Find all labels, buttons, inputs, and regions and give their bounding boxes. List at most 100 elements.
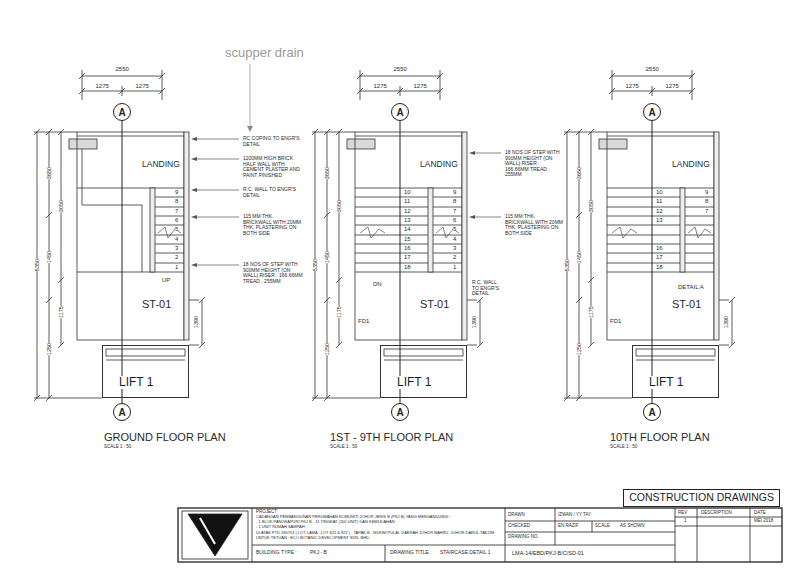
node-text: CONSTRUCTION DRAWINGS	[629, 492, 774, 504]
label-anchor: 2550	[116, 66, 129, 73]
label-anchor: 10TH FLOOR PLAN	[610, 431, 710, 443]
dimension: 3650	[46, 167, 52, 179]
label-anchor: LANDING	[420, 160, 458, 169]
label-anchor: 1390	[468, 319, 480, 325]
label-anchor: 1275	[374, 83, 387, 90]
dimension: 1390	[193, 316, 199, 328]
dimension: 1275	[136, 83, 149, 90]
label-anchor: 1ST - 9TH FLOOR PLAN	[330, 431, 453, 443]
title-block	[178, 508, 782, 562]
label-anchor: 2	[175, 254, 178, 261]
note-text: R.C. WALL TO ENGR'S DETAIL	[472, 280, 504, 297]
node-text: A	[396, 407, 403, 418]
label-anchor: DETAIL A	[678, 284, 704, 291]
title-block-text: REV	[678, 511, 687, 516]
dimension: 3050	[588, 200, 594, 212]
node-text: A	[118, 407, 125, 418]
title-block-text: DESCRIPTION	[701, 511, 732, 516]
dimension: 1275	[96, 83, 109, 90]
handwritten-note: scupper drain	[225, 46, 304, 60]
dimension: 1275	[414, 83, 427, 90]
step-number: 11	[404, 198, 410, 205]
step-number: 12	[404, 208, 411, 215]
label-anchor: 5350	[309, 262, 321, 268]
step-number: 3	[453, 245, 456, 252]
label-anchor: 3650	[321, 170, 333, 176]
step-number: 4	[453, 236, 456, 243]
drain-tag: FD1	[358, 318, 369, 325]
label-anchor: 1	[684, 519, 687, 524]
label-anchor: DN	[373, 281, 382, 288]
label-anchor: 1	[453, 264, 456, 271]
direction-label: DETAIL A	[678, 284, 704, 291]
label-anchor: SCALE 1 : 50	[610, 445, 637, 450]
dimension: 5350	[34, 259, 40, 271]
step-number: 8	[705, 198, 708, 205]
label-anchor: UP	[162, 277, 170, 284]
label-anchor: 10	[404, 189, 411, 196]
label-anchor: R.C. WALL TO ENGR'S DETAIL	[243, 187, 303, 198]
dimension: 3650	[576, 167, 582, 179]
dimension: 1390	[723, 316, 729, 328]
step-number: 1	[175, 264, 178, 271]
section-marker: A	[643, 403, 661, 421]
dimension: 1450	[324, 251, 330, 263]
dimension: 5350	[564, 259, 570, 271]
label-anchor: 2550	[646, 66, 659, 73]
step-number: 11	[656, 198, 662, 205]
step-number: 13	[404, 217, 411, 224]
label-anchor: LANDING	[142, 160, 180, 169]
step-number: 14	[404, 226, 411, 233]
label-anchor: 8	[453, 198, 456, 205]
label-anchor: 6	[453, 217, 456, 224]
arrow-head	[191, 137, 475, 267]
stair-tag: ST-01	[142, 298, 171, 310]
typical-plan	[355, 188, 433, 272]
leader-lines	[191, 64, 501, 267]
title-block-text: DATE	[754, 511, 766, 516]
node-text: LIFT 1	[119, 376, 153, 389]
title-block-text: STAIRCASE DETAIL 1	[440, 550, 490, 556]
label-anchor: UNTUK TETUAN : ECO BOTANIC DEVELOPMENT S…	[256, 536, 370, 540]
step-number: 10	[656, 189, 663, 196]
label-anchor: CHECKED	[508, 524, 530, 529]
label-anchor: 7	[175, 208, 178, 215]
direction-label: DN	[373, 281, 382, 288]
label-anchor: 3	[453, 245, 456, 252]
stair-tag: ST-01	[420, 298, 449, 310]
top-plan	[607, 188, 685, 272]
step-number: 5	[453, 226, 456, 233]
label-anchor: 7	[705, 208, 708, 215]
label-anchor: 3	[175, 245, 178, 252]
title-grid	[252, 508, 782, 562]
label-anchor: RC COPING TO ENGR'S DETAIL	[243, 136, 303, 147]
step-number: 7	[175, 208, 178, 215]
title-block-text: CADANGAN PEMBANGUNAN PERUMAHAN KOMUNITI …	[256, 515, 451, 519]
dimension: 3650	[324, 167, 330, 179]
title-block-text: LMA-14/EBD/PKJ-B/C/SD-01	[512, 550, 584, 556]
label-anchor: 1450	[43, 254, 55, 260]
label-anchor: - 1 BLOK PANGSAPURI PKJ B - 11 TINGKAT (…	[256, 520, 395, 524]
label-anchor: - 1 UNIT RUMAH SAMPAH	[256, 525, 305, 529]
dimension: 3050	[336, 200, 342, 212]
label-anchor: 16	[656, 245, 663, 252]
label-anchor: STAIRCASE DETAIL 1	[440, 550, 490, 556]
node-text: A	[648, 107, 655, 118]
label-anchor: 115 MM THK. BRICKWALL WITH 20MM THK. PLA…	[243, 214, 303, 236]
label-anchor: FD1	[610, 318, 621, 325]
label-anchor: 11	[404, 198, 410, 205]
step-number: 17	[404, 254, 411, 261]
label-anchor: AS SHOWN	[620, 524, 645, 529]
plan-title: 1ST - 9TH FLOOR PLAN	[330, 431, 453, 443]
label-anchor: ST-01	[420, 298, 449, 310]
step-number: 9	[453, 189, 456, 196]
step-number: 9	[705, 189, 708, 196]
step-number: 7	[705, 208, 708, 215]
step-number: 16	[404, 245, 411, 252]
node-text: A	[118, 107, 125, 118]
note-text: 1200MM HIGH BRICK HALF WALL WITH CEMENT …	[243, 156, 303, 178]
label-anchor: DRAWING NO.	[508, 535, 539, 540]
label-anchor: R.C. WALL TO ENGR'S DETAIL	[472, 280, 504, 297]
